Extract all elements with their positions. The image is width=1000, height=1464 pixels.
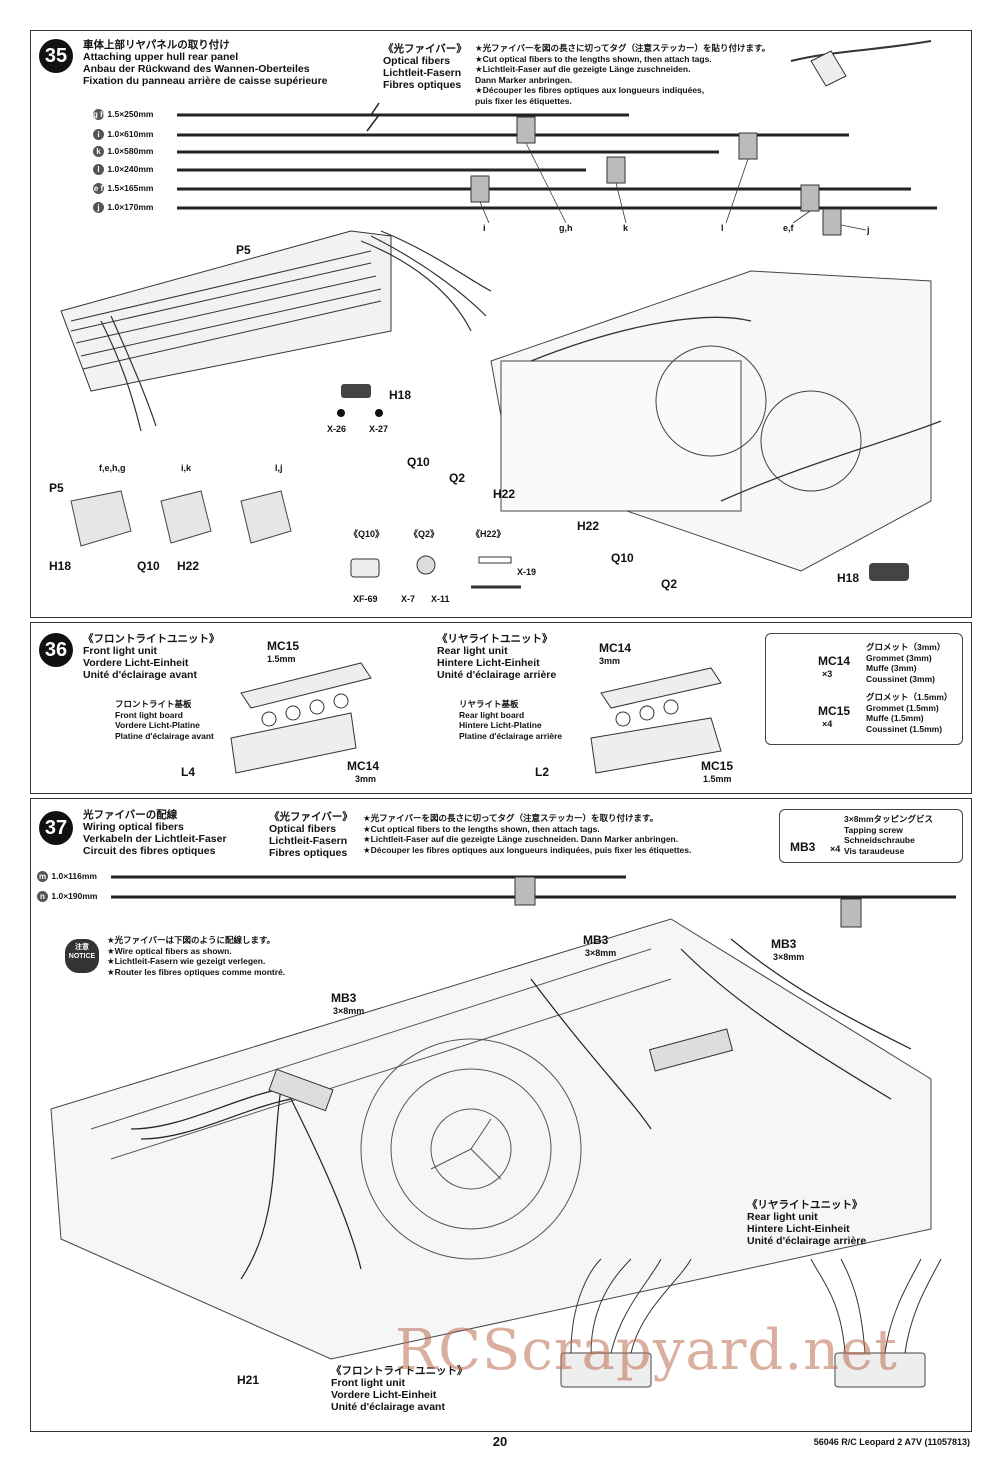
screw-desc: 3×8mmタッピングビス Tapping screw Schneidschrau… <box>844 814 934 856</box>
label-mc14-rear-size: 3mm <box>599 656 621 666</box>
fiber-heading: 《光ファイバー》 Optical fibers Lichtleit-Fasern… <box>269 811 353 859</box>
partref-q2-code2: X-11 <box>431 594 450 604</box>
grommet-mc15-desc: グロメット（1.5mm） Grommet (1.5mm) Muffe (1.5m… <box>866 692 953 734</box>
fiber-length-gh: g h 1.5×250mm <box>93 109 154 121</box>
caution-badge: 注意 NOTICE <box>65 939 99 973</box>
label-q2: Q2 <box>449 471 466 485</box>
step-title: 車体上部リヤパネルの取り付け Attaching upper hull rear… <box>83 39 328 87</box>
fiber-length-k: k 1.0×580mm <box>93 146 153 160</box>
detail-label-2: i,k <box>181 463 192 473</box>
front-light-unit-title: 《フロントライトユニット》 Front light unit Vordere L… <box>83 633 220 681</box>
step-35-illustration <box>60 40 942 589</box>
rear-light-unit-title: 《リヤライトユニット》 Rear light unit Hintere Lich… <box>437 633 557 681</box>
step-36-illustration <box>230 648 826 774</box>
page-number: 20 <box>492 1434 508 1449</box>
label-mc15-size: 1.5mm <box>267 654 296 664</box>
grommet-mc15-code: MC15 <box>818 704 851 718</box>
label-mc14-size: 3mm <box>355 774 377 784</box>
tag-label-gh: g,h <box>559 223 573 233</box>
label-l4: L4 <box>181 765 196 779</box>
fiber-length-m: m 1.0×116mm <box>37 871 97 883</box>
grommet-mc15-qty: ×4 <box>822 719 833 729</box>
fiber-length-ef: e f 1.5×165mm <box>93 183 154 195</box>
label-mb3-mid: MB3 <box>583 933 609 947</box>
grommet-box: MC14 ×3 グロメット（3mm） Grommet (3mm) Muffe (… <box>765 633 963 745</box>
partref-q10: 《Q10》 <box>349 529 385 539</box>
watermark: RCScrapyard.net <box>395 1318 898 1383</box>
product-code: 56046 R/C Leopard 2 A7V (11057813) <box>813 1437 970 1447</box>
grommet-mc14-code: MC14 <box>818 654 851 668</box>
label-x26: X-26 <box>327 424 347 434</box>
fiber-heading: 《光ファイバー》 Optical fibers Lichtleit-Fasern… <box>383 43 467 91</box>
step-35-panel: 35 車体上部リヤパネルの取り付け Attaching upper hull r… <box>30 30 972 618</box>
label-mc15: MC15 <box>267 639 300 653</box>
label-h22: H22 <box>493 487 516 501</box>
front-board-label: フロントライト基板 Front light board Vordere Lich… <box>115 699 214 741</box>
label-q10-right: Q10 <box>611 551 634 565</box>
label-mb3-left: MB3 <box>331 991 357 1005</box>
label-mc15-rear-size: 1.5mm <box>703 774 732 784</box>
label-q10: Q10 <box>407 455 430 469</box>
tag-label-j: j <box>867 225 870 235</box>
fiber-length-l: l 1.0×240mm <box>93 164 153 178</box>
label-mc14: MC14 <box>347 759 380 773</box>
label-h18-right: H18 <box>837 571 860 585</box>
label-mb3-mid-size: 3×8mm <box>585 948 617 958</box>
grommet-mc14-desc: グロメット（3mm） Grommet (3mm) Muffe (3mm) Cou… <box>866 642 946 684</box>
partref-h22-code: X-19 <box>517 567 537 577</box>
partref-h22: 《H22》 <box>471 529 506 539</box>
partref-q10-code: XF-69 <box>353 594 378 604</box>
rear-unit-caption: 《リヤライトユニット》 Rear light unit Hintere Lich… <box>747 1199 867 1247</box>
screw-code: MB3 <box>790 840 816 854</box>
tag-label-l: l <box>721 223 724 233</box>
partref-q2-code: X-7 <box>401 594 416 604</box>
label-mb3-right: MB3 <box>771 937 797 951</box>
label-mc14-rear: MC14 <box>599 641 632 655</box>
label-q2-right: Q2 <box>661 577 678 591</box>
label-mb3-left-size: 3×8mm <box>333 1006 365 1016</box>
step-number: 35 <box>39 39 73 73</box>
detail-p5: P5 <box>49 481 64 495</box>
screw-qty: ×4 <box>830 844 841 854</box>
tag-label-ef: e,f <box>783 223 794 233</box>
label-h22-right: H22 <box>577 519 600 533</box>
step-number: 36 <box>39 633 73 667</box>
step-title: 光ファイバーの配線 Wiring optical fibers Verkabel… <box>83 809 227 857</box>
label-h18: H18 <box>389 388 412 402</box>
detail-h18: H18 <box>49 559 72 573</box>
label-mb3-right-size: 3×8mm <box>773 952 805 962</box>
detail-label-1: f,e,h,g <box>99 463 126 473</box>
label-x27: X-27 <box>369 424 389 434</box>
detail-h22: H22 <box>177 559 200 573</box>
tag-label-k: k <box>623 223 629 233</box>
step-number: 37 <box>39 811 73 845</box>
label-mc15-rear: MC15 <box>701 759 734 773</box>
fiber-cut-note: ★光ファイバーを図の長さに切ってタグ（注意ステッカー）を貼り付けます。 ★Cut… <box>475 43 771 106</box>
wiring-note: ★光ファイバーは下図のように配線します。 ★Wire optical fiber… <box>107 935 286 977</box>
fiber-length-j: j 1.0×170mm <box>93 202 153 216</box>
rear-board-label: リヤライト基板 Rear light board Hintere Licht-P… <box>459 699 563 741</box>
label-p5: P5 <box>236 243 251 257</box>
partref-q2: 《Q2》 <box>409 529 440 539</box>
tag-label-i: i <box>483 223 486 233</box>
screw-box: 3×8mmタッピングビス Tapping screw Schneidschrau… <box>779 809 963 863</box>
fiber-length-n: n 1.0×190mm <box>37 891 97 905</box>
step-36-panel: 36 《フロントライトユニット》 Front light unit Vorder… <box>30 622 972 794</box>
label-h21: H21 <box>237 1373 260 1387</box>
step-37-illustration <box>50 820 956 1388</box>
fiber-length-i: i 1.0×610mm <box>93 129 153 143</box>
grommet-mc14-qty: ×3 <box>822 669 833 679</box>
label-l2: L2 <box>535 765 550 779</box>
front-unit-caption: 《フロントライトユニット》 Front light unit Vordere L… <box>331 1365 468 1413</box>
detail-label-3: l,j <box>275 463 283 473</box>
detail-q10: Q10 <box>137 559 160 573</box>
fiber-cut-note: ★光ファイバーを図の長さに切ってタグ（注意ステッカー）を取り付けます。 ★Cut… <box>363 813 692 855</box>
step-37-panel: 37 光ファイバーの配線 Wiring optical fibers Verka… <box>30 798 972 1432</box>
